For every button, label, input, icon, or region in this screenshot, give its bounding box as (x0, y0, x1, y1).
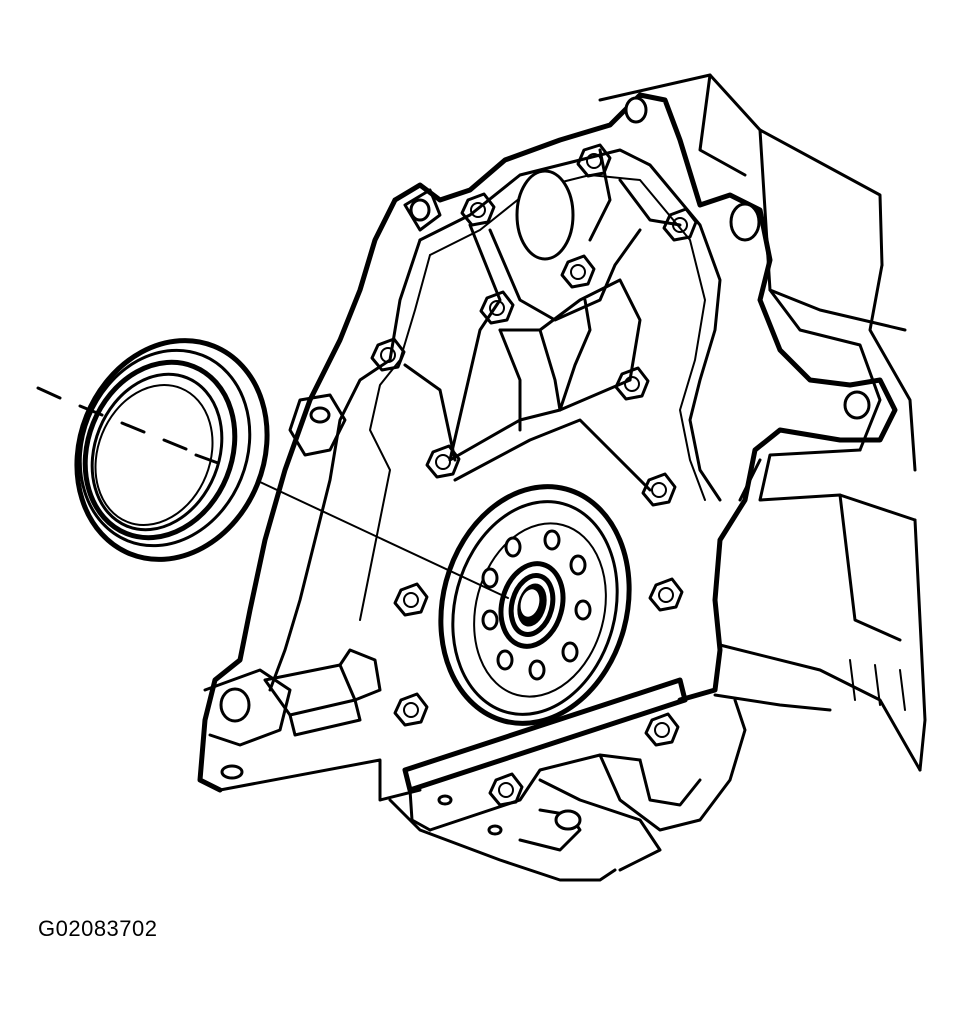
bolt (576, 143, 612, 178)
engine-block (598, 73, 927, 772)
bolt (641, 472, 677, 507)
bolt (425, 444, 461, 479)
installation-axis-line (36, 386, 509, 599)
bolt (648, 577, 684, 612)
axis-dash (162, 438, 188, 451)
axis-leader (259, 481, 509, 599)
cover-bolts (370, 143, 698, 727)
axis-dash (78, 404, 104, 417)
cover-ribs (403, 148, 682, 492)
figure-code: G02083702 (38, 916, 158, 941)
bolt (460, 192, 496, 227)
bolt (393, 692, 429, 727)
bolt (662, 207, 698, 242)
bolt (644, 712, 680, 747)
bolt (488, 772, 524, 807)
bolt (614, 366, 650, 401)
bolt (370, 337, 406, 372)
lower-bracket (388, 677, 747, 882)
bolt (560, 254, 596, 289)
axis-dash (36, 386, 62, 400)
crankshaft-flange (438, 484, 632, 726)
bolt (393, 582, 429, 617)
front-crankshaft-seal (74, 338, 270, 562)
bolt (479, 290, 515, 325)
front-cover-housing (197, 92, 898, 802)
axis-dash (120, 421, 146, 434)
axis-dash (194, 453, 220, 465)
